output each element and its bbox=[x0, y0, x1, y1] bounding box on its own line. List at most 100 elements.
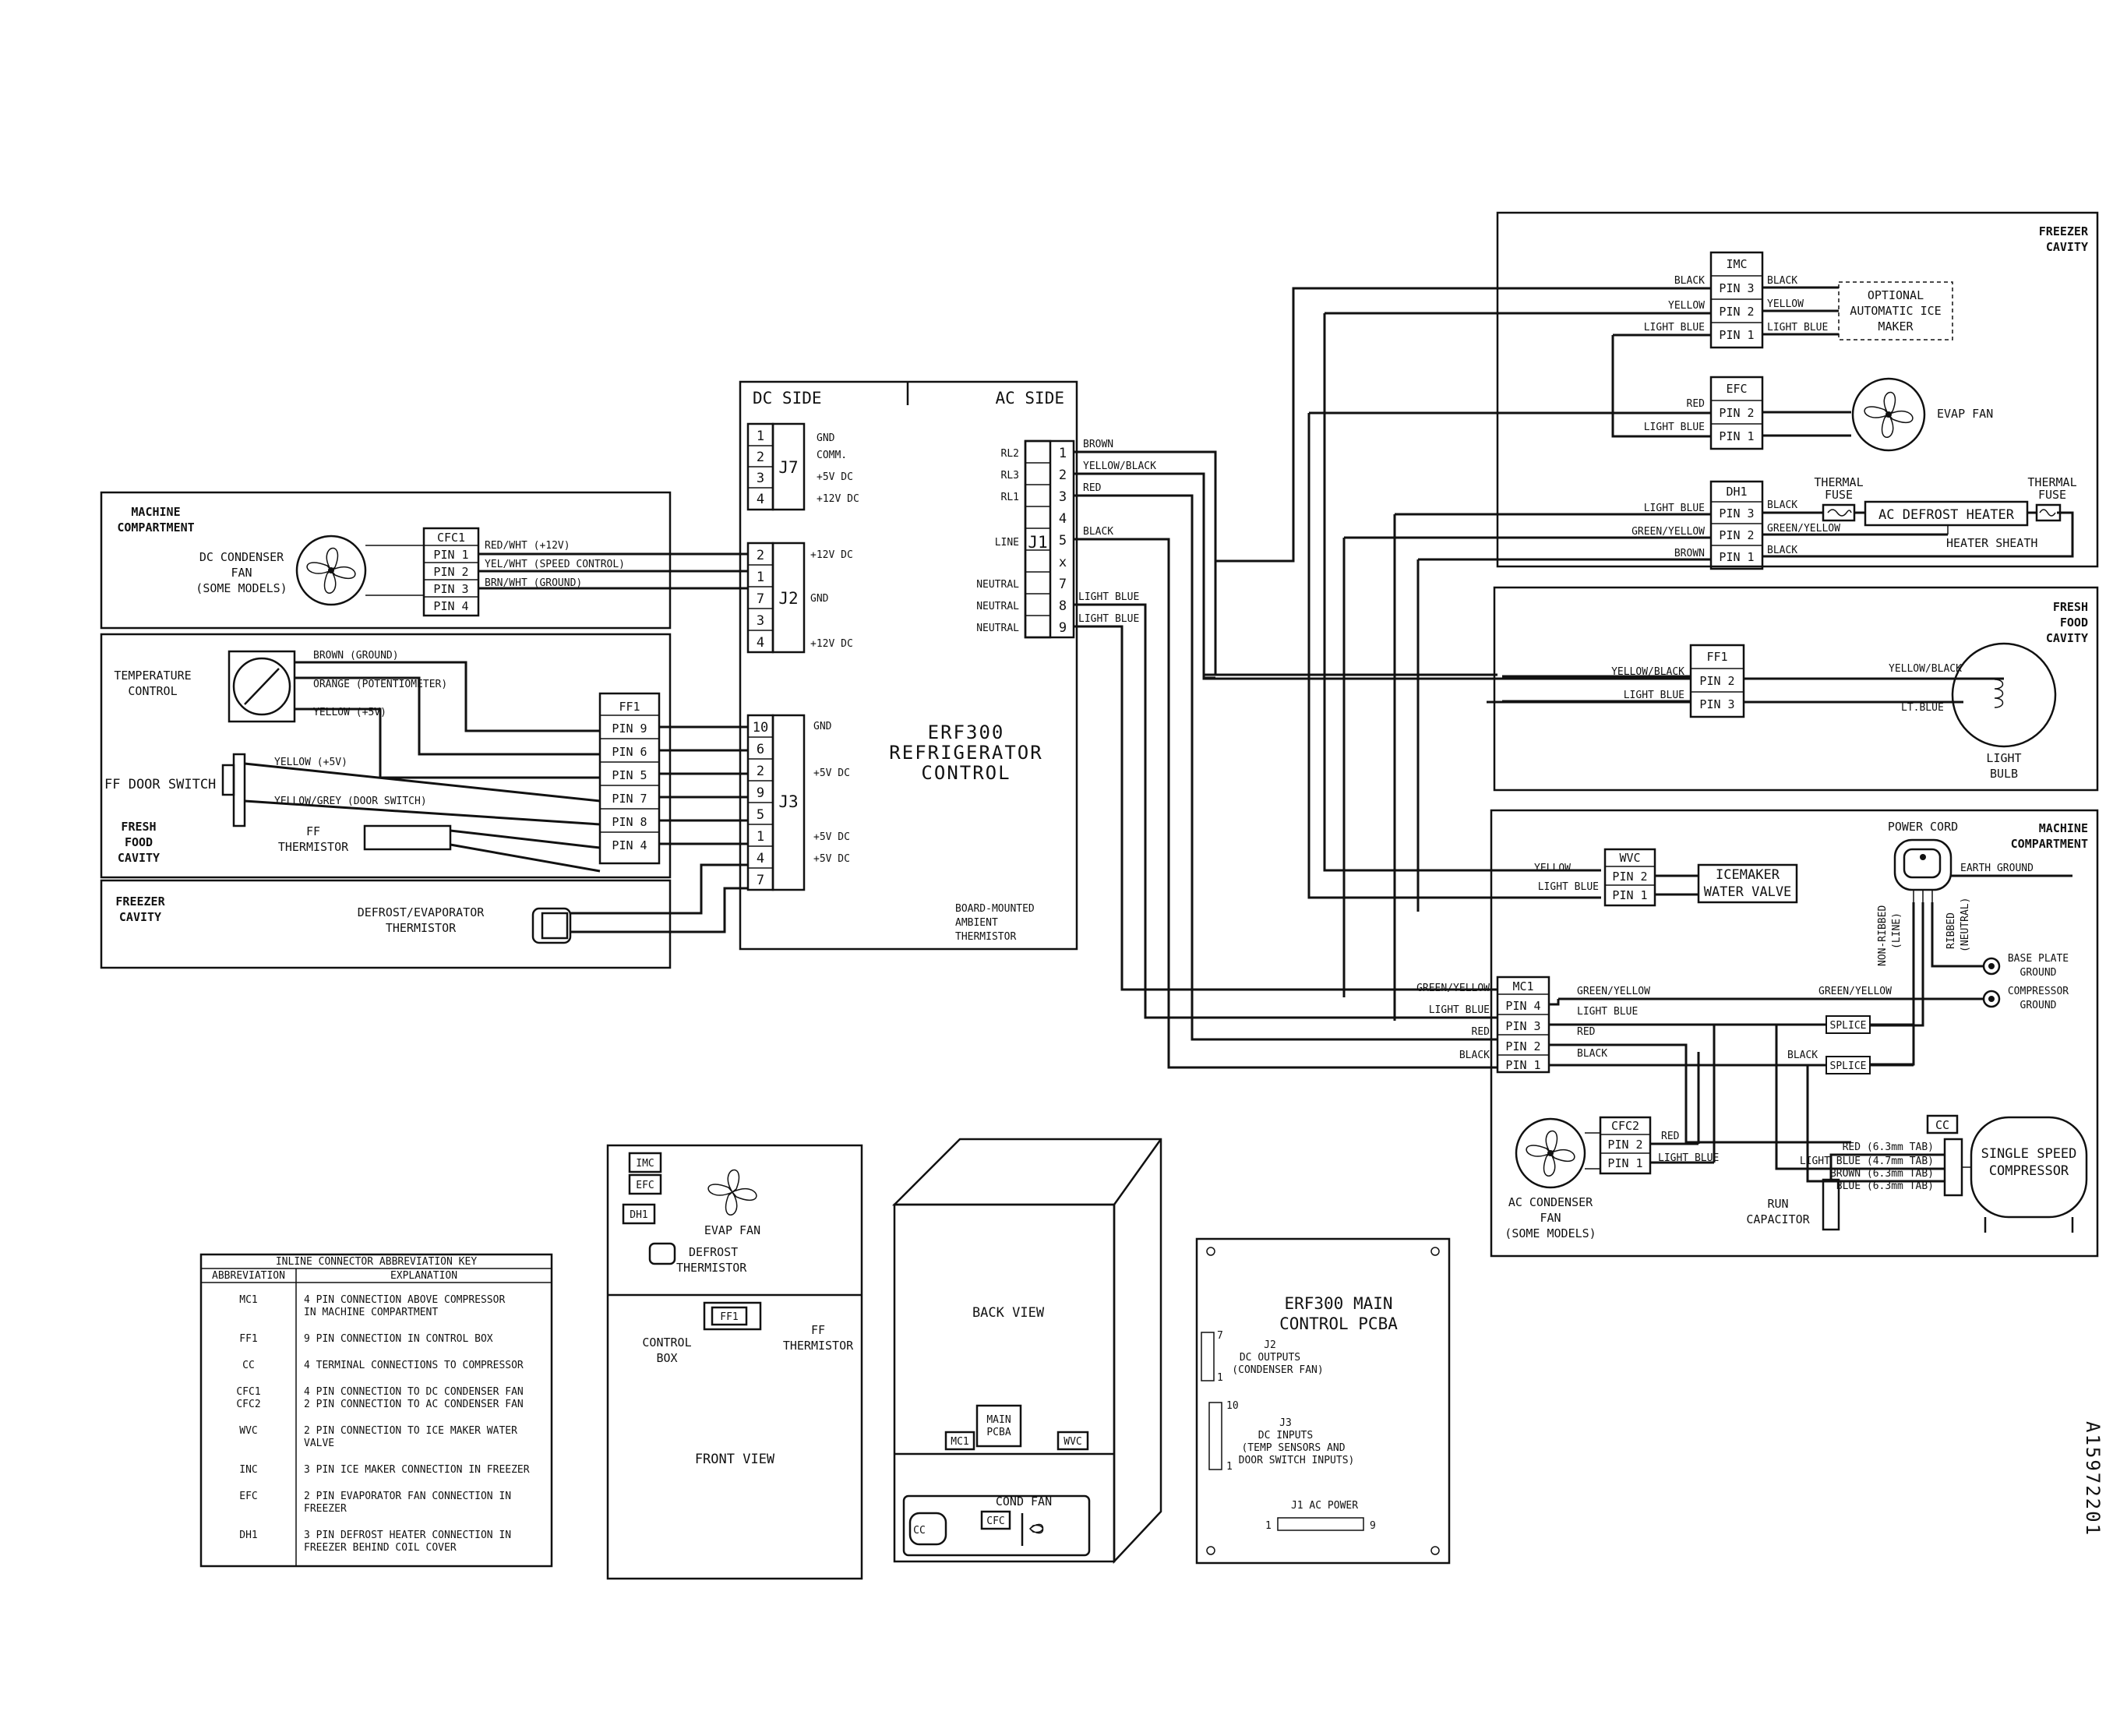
j7-label: +12V DC bbox=[817, 493, 859, 505]
key-abbr: CC bbox=[242, 1360, 255, 1371]
wire-label: RED bbox=[1687, 398, 1706, 410]
key-explanation: 4 TERMINAL CONNECTIONS TO COMPRESSOR bbox=[304, 1360, 524, 1371]
pcba-j1-label: J1 AC POWER bbox=[1291, 1500, 1358, 1512]
wire-label: BLACK bbox=[1767, 275, 1797, 287]
cfc2-connector: CFC2 PIN 2 PIN 1 bbox=[1599, 1116, 1652, 1175]
heater-label: AC DEFROST HEATER bbox=[1878, 507, 2015, 523]
pcba-pin-number: 1 bbox=[1265, 1520, 1272, 1532]
wire-label: BROWN bbox=[1083, 439, 1113, 450]
j2-header: 2 1 7 3 4 J2 +12V DC GND +12V DC bbox=[746, 542, 853, 654]
ff1-pin: PIN 9 bbox=[612, 722, 647, 736]
j3-label: +5V DC bbox=[813, 831, 850, 843]
drawing-id: A15972201 bbox=[2082, 1421, 2104, 1537]
j3-label: +5V DC bbox=[813, 767, 850, 779]
wire-label: YEL/WHT (SPEED CONTROL) bbox=[485, 559, 625, 570]
j1-pin: 4 bbox=[1059, 511, 1067, 527]
wvc-connector: WVC PIN 2 PIN 1 bbox=[1603, 848, 1656, 907]
ff1-pin: PIN 8 bbox=[612, 815, 647, 829]
compressor-ground-label: COMPRESSOR bbox=[2008, 986, 2069, 997]
j7-pin: 1 bbox=[757, 429, 764, 444]
key-explanation: 3 PIN DEFROST HEATER CONNECTION IN bbox=[304, 1530, 511, 1541]
ambient-label-1: BOARD-MOUNTED bbox=[955, 903, 1035, 915]
front-ff1-label: FF1 bbox=[720, 1311, 738, 1323]
back-view-label: BACK VIEW bbox=[972, 1305, 1045, 1321]
wire-label: RED/WHT (+12V) bbox=[485, 540, 570, 552]
ac-fan-label: FAN bbox=[1540, 1211, 1561, 1225]
ribbed-label: (NEUTRAL) bbox=[1960, 898, 1971, 952]
temperature-control-knob-icon bbox=[228, 650, 296, 723]
j1-name: J1 bbox=[1028, 533, 1047, 552]
ice-maker-label: OPTIONAL bbox=[1868, 288, 1924, 302]
key-abbr: INC bbox=[239, 1464, 257, 1476]
freezer-title-2: CAVITY bbox=[2046, 240, 2088, 254]
ff-title-1: FRESH bbox=[121, 820, 156, 834]
efc-name: EFC bbox=[1726, 382, 1747, 396]
j2-pin: 1 bbox=[757, 570, 764, 585]
earth-ground-label: EARTH GROUND bbox=[1960, 863, 2034, 874]
power-plug-icon bbox=[1893, 838, 1952, 902]
front-ff-thermistor-label: FF bbox=[811, 1323, 825, 1337]
efc-pin: PIN 2 bbox=[1719, 406, 1754, 420]
mc1-pin: PIN 1 bbox=[1505, 1058, 1540, 1072]
j1-pin: 3 bbox=[1059, 489, 1067, 505]
cfc2-name: CFC2 bbox=[1611, 1119, 1639, 1133]
ff1-connector: FF1 PIN 9 PIN 6 PIN 5 PIN 7 PIN 8 PIN 4 bbox=[598, 692, 661, 865]
ff1-pin: PIN 4 bbox=[612, 838, 647, 852]
ribbed-label: RIBBED bbox=[1945, 912, 1957, 949]
thermal-fuse-icon bbox=[1822, 503, 1856, 522]
fresh-title-3: CAVITY bbox=[2046, 631, 2088, 645]
base-plate-label: GROUND bbox=[2020, 967, 2057, 979]
fz-title-1: FREEZER bbox=[115, 894, 165, 909]
j7-pin: 2 bbox=[757, 450, 764, 465]
j2-label: +12V DC bbox=[810, 638, 853, 650]
machine-title-2: COMPARTMENT bbox=[2011, 837, 2088, 851]
j3-pin: 9 bbox=[757, 785, 764, 801]
wire-label: LIGHT BLUE bbox=[1644, 503, 1705, 514]
ff-title-2: FOOD bbox=[125, 835, 153, 849]
power-cord-label: POWER CORD bbox=[1888, 820, 1958, 834]
mc1-pin: PIN 3 bbox=[1505, 1019, 1540, 1033]
defrost-thermistor-label-2: THERMISTOR bbox=[386, 921, 457, 935]
ff-thermistor-label-2: THERMISTOR bbox=[278, 840, 349, 854]
machine-compartment-region bbox=[100, 491, 672, 630]
evap-fan-icon bbox=[1851, 377, 1926, 452]
wire-label: RED bbox=[1083, 482, 1102, 494]
control-title-1: ERF300 bbox=[928, 722, 1005, 743]
back-view: BACK VIEW MAIN PCBA MC1 WVC COND FAN CC … bbox=[891, 1138, 1162, 1565]
j1-label: RL1 bbox=[1001, 492, 1019, 503]
cfc2-pin: PIN 1 bbox=[1607, 1156, 1642, 1170]
fresh-food-region bbox=[100, 633, 672, 879]
cfc1-pin: PIN 3 bbox=[433, 582, 468, 596]
key-explanation: IN MACHINE COMPARTMENT bbox=[304, 1307, 438, 1318]
cfc1-pin: PIN 2 bbox=[433, 565, 468, 579]
front-evap-fan-icon bbox=[707, 1169, 757, 1216]
compressor-tab-label: LIGHT BLUE (4.7mm TAB) bbox=[1800, 1156, 1934, 1167]
key-title: INLINE CONNECTOR ABBREVIATION KEY bbox=[276, 1256, 477, 1268]
j1-header: 1 2 3 4 5 x 7 8 9 J1 RL2 RL3 RL1 LINE NE… bbox=[976, 439, 1075, 639]
ac-fan-label: (SOME MODELS) bbox=[1504, 1226, 1596, 1240]
control-title-2: REFRIGERATOR bbox=[889, 742, 1042, 764]
wvc-pin: PIN 1 bbox=[1612, 888, 1647, 902]
j3-pin: 10 bbox=[753, 720, 768, 736]
key-abbr: DH1 bbox=[239, 1530, 257, 1541]
ff-title-3: CAVITY bbox=[118, 851, 160, 865]
imc-name: IMC bbox=[1726, 257, 1747, 271]
pcba-j3-label: DOOR SWITCH INPUTS) bbox=[1239, 1455, 1355, 1466]
control-title-3: CONTROL bbox=[921, 762, 1011, 784]
pcba-pin-number: 1 bbox=[1217, 1372, 1223, 1384]
j3-header: 10 6 2 9 5 1 4 7 J3 GND +5V DC +5V DC +5… bbox=[746, 714, 850, 891]
fresh-title-1: FRESH bbox=[2053, 600, 2088, 614]
wire-label: BRN/WHT (GROUND) bbox=[485, 577, 582, 589]
wire-label: BROWN (GROUND) bbox=[313, 650, 399, 662]
dc-fan-label-1: DC CONDENSER bbox=[199, 550, 284, 564]
base-plate-ground-icon bbox=[1982, 957, 2001, 976]
pcba-title: ERF300 MAIN bbox=[1284, 1294, 1392, 1313]
optional-ice-maker bbox=[1838, 281, 1953, 340]
wire-label: YELLOW/BLACK bbox=[1083, 460, 1156, 472]
wire-label: RED bbox=[1577, 1026, 1596, 1038]
wire-label: BLACK bbox=[1459, 1050, 1490, 1061]
j7-pin: 4 bbox=[757, 492, 764, 507]
j1-label: NEUTRAL bbox=[976, 601, 1019, 612]
j3-name: J3 bbox=[778, 792, 798, 811]
